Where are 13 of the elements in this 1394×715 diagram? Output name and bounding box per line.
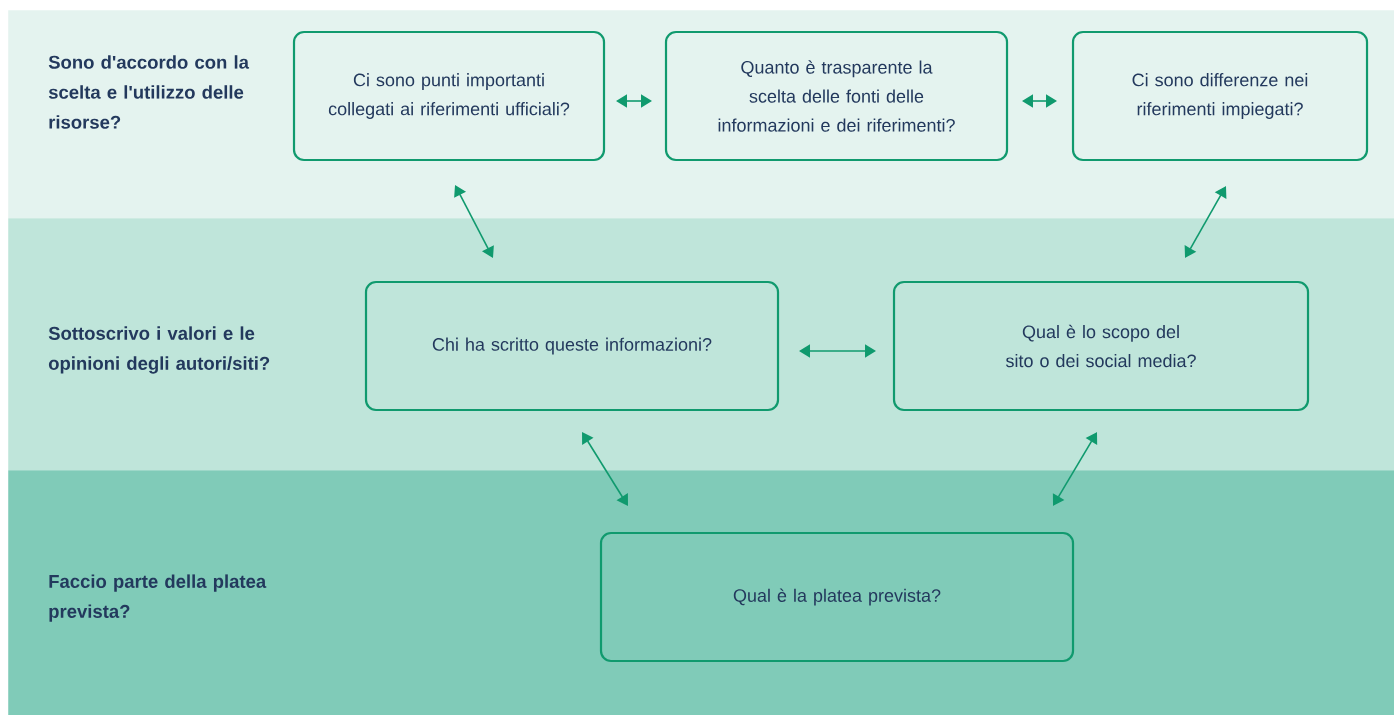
double-arrow (1052, 432, 1098, 506)
question-box: Qual è la platea prevista? (599, 531, 1075, 663)
double-arrow (616, 94, 652, 108)
question-box: Quanto è trasparente la scelta delle fonti delle informazioni e dei riferimenti? (664, 30, 1009, 162)
question-box: Ci sono differenze nei riferimenti impiegati? (1071, 30, 1369, 162)
double-arrow (1022, 94, 1057, 108)
question-box: Chi ha scritto queste informazioni? (364, 280, 780, 412)
double-arrow (1184, 186, 1227, 258)
double-arrow (582, 432, 628, 506)
question-box: Qual è lo scopo del sito o dei social media? (892, 280, 1310, 412)
double-arrow (799, 344, 876, 358)
double-arrow (454, 185, 494, 258)
question-box: Ci sono punti importanti collegati ai riferimenti ufficiali? (292, 30, 606, 162)
